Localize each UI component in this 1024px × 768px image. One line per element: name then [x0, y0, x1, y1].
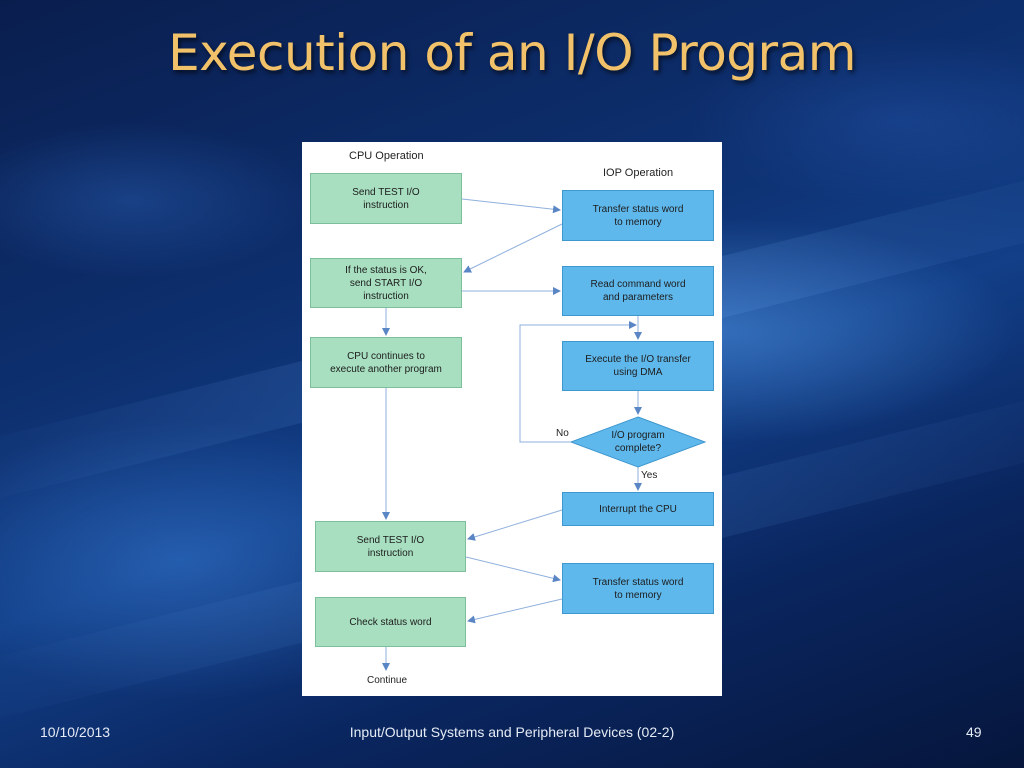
yes-label: Yes — [641, 470, 658, 481]
cpu-step-start-io: If the status is OK, send START I/O inst… — [310, 258, 462, 308]
arrow-interrupt-to-test — [467, 509, 563, 541]
slide-number: 49 — [966, 724, 982, 740]
arrow-transfer-to-check — [467, 598, 563, 624]
cpu-step-continue-program: CPU continues to execute another program — [310, 337, 462, 388]
slide-title: Execution of an I/O Program — [168, 24, 856, 82]
iop-operation-header: IOP Operation — [603, 167, 674, 179]
iop-step-interrupt-cpu: Interrupt the CPU — [562, 492, 714, 526]
cpu-step-check-status: Check status word — [315, 597, 466, 647]
iop-step-read-command: Read command word and parameters — [562, 266, 714, 316]
arrow-test-to-transfer — [465, 556, 561, 583]
decision-diamond — [569, 416, 707, 468]
io-program-flowchart: CPU Operation IOP Operation Send TEST I/… — [302, 142, 722, 696]
iop-step-transfer-status: Transfer status word to memory — [562, 190, 714, 241]
iop-step-transfer-status-2: Transfer status word to memory — [562, 563, 714, 614]
arrow-no-loop — [519, 321, 637, 443]
footer-date: 10/10/2013 — [40, 724, 111, 740]
arrow-status-to-start — [463, 223, 563, 273]
continue-label: Continue — [367, 675, 408, 686]
decision-label: I/O program complete? — [611, 430, 665, 454]
no-label: No — [556, 428, 569, 439]
cpu-step-send-test-io-2: Send TEST I/O instruction — [315, 521, 466, 572]
iop-step-execute-dma: Execute the I/O transfer using DMA — [562, 341, 714, 391]
flowchart-connectors — [382, 198, 707, 671]
cpu-operation-header: CPU Operation — [349, 150, 424, 162]
arrow-test-to-status — [461, 198, 561, 214]
cpu-step-send-test-io: Send TEST I/O instruction — [310, 173, 462, 224]
footer-course-title: Input/Output Systems and Peripheral Devi… — [349, 724, 675, 740]
